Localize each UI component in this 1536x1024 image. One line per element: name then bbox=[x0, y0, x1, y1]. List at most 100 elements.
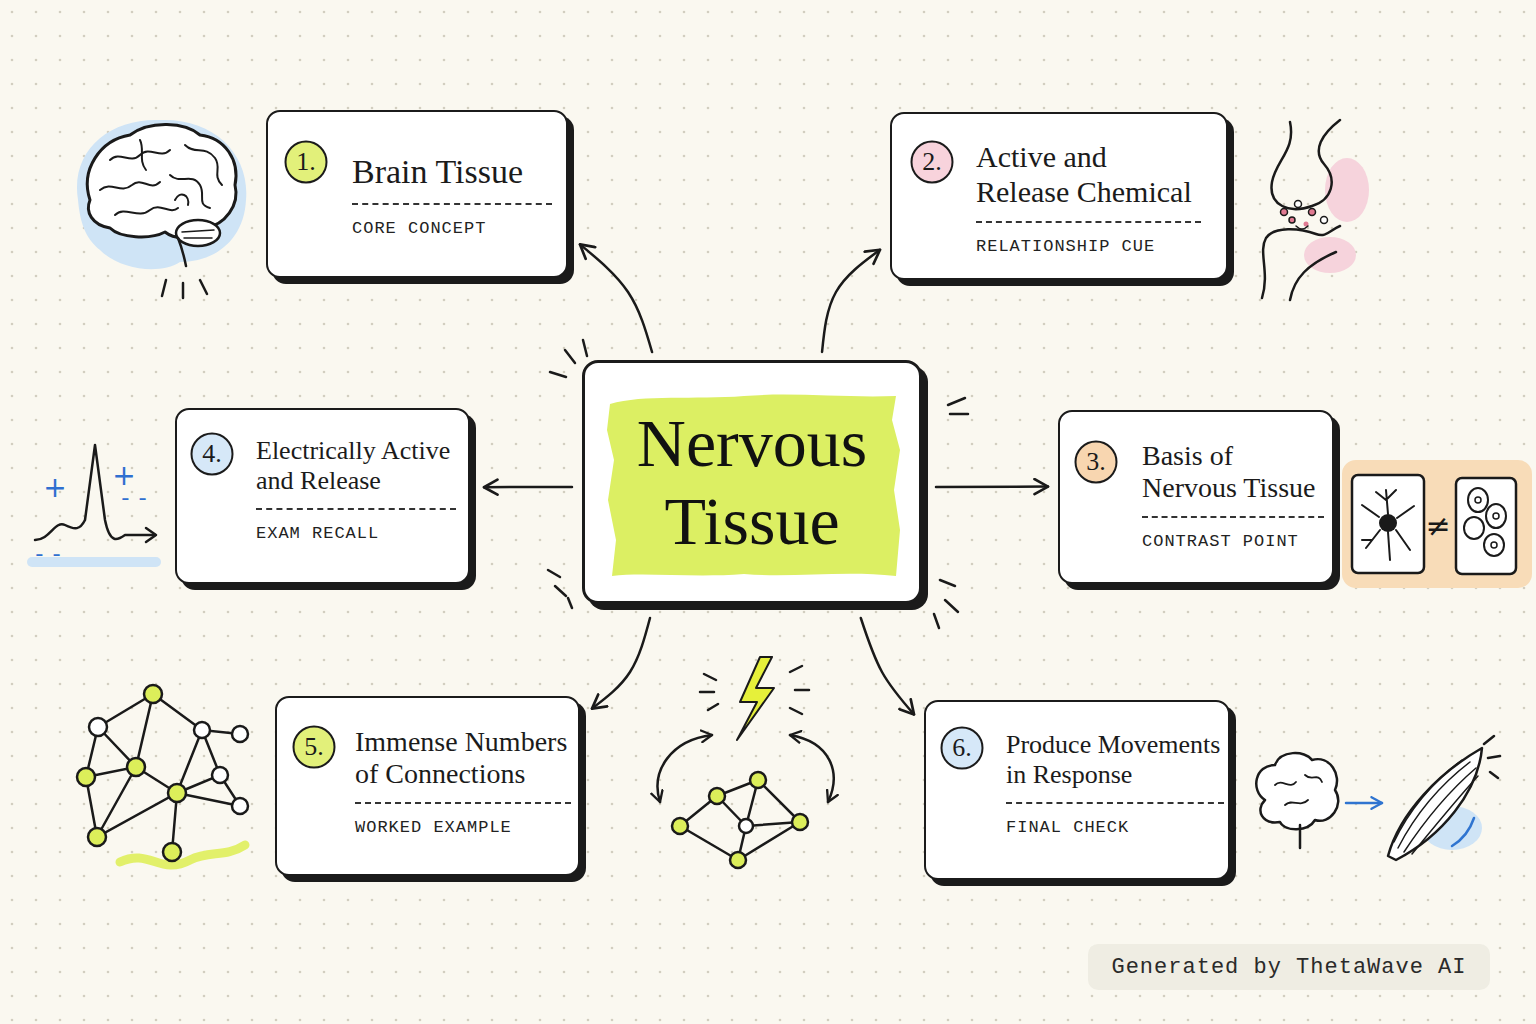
network-illustration-part bbox=[168, 784, 186, 802]
network-illustration bbox=[77, 685, 248, 865]
contrast-illustration-part bbox=[1342, 460, 1532, 588]
signal-illustration bbox=[658, 657, 834, 868]
arrow-connector bbox=[484, 486, 572, 489]
box-title: Electrically Active and Release bbox=[256, 436, 456, 496]
charge-sign: -- bbox=[33, 543, 67, 568]
movement-illustration-part bbox=[1452, 818, 1474, 846]
brain-illustration-part bbox=[175, 195, 188, 205]
badge-number: 1. bbox=[296, 147, 316, 177]
concept-box: 3.Basis of Nervous TissueCONTRAST POINT bbox=[1058, 410, 1334, 584]
number-badge: 5. bbox=[292, 725, 336, 769]
contrast-illustration-part bbox=[1379, 514, 1397, 532]
brain-illustration-part bbox=[87, 124, 236, 237]
brain-illustration-part bbox=[200, 280, 207, 294]
brain-illustration-part bbox=[176, 220, 220, 246]
contrast-illustration-part bbox=[1362, 490, 1414, 560]
text-block: Active and Release ChemicalRELATIONSHIP … bbox=[976, 140, 1201, 256]
badge-number: 5. bbox=[304, 732, 324, 762]
signal-illustration-part bbox=[709, 788, 725, 804]
action-potential-illustration-part bbox=[35, 445, 155, 540]
brain-illustration-part bbox=[170, 175, 210, 208]
contrast-illustration-part bbox=[1456, 478, 1516, 574]
arrow-connector bbox=[822, 250, 880, 352]
emphasis-ticks-part bbox=[555, 586, 566, 596]
text-block: Brain TissueCORE CONCEPT bbox=[352, 152, 552, 238]
network-illustration-part bbox=[89, 718, 107, 736]
signal-illustration-part bbox=[672, 818, 688, 834]
signal-illustration-part bbox=[790, 735, 834, 802]
number-badge: 3. bbox=[1074, 440, 1118, 484]
synapse-illustration-part bbox=[1272, 120, 1340, 209]
signal-illustration-part bbox=[792, 814, 808, 830]
box-title: Immense Numbers of Connections bbox=[355, 726, 571, 790]
badge-circle bbox=[912, 142, 953, 183]
badge-number: 2. bbox=[922, 147, 942, 177]
emphasis-ticks-part bbox=[934, 614, 939, 628]
synapse-illustration-part bbox=[1295, 201, 1302, 208]
action-potential-illustration-part bbox=[146, 528, 156, 542]
concept-box: 6. Produce Movements in ResponseFINAL CHE… bbox=[924, 700, 1230, 880]
movement-illustration-part bbox=[1346, 802, 1382, 805]
movement-illustration-part bbox=[1275, 775, 1322, 805]
movement-illustration-part bbox=[1256, 753, 1338, 829]
text-block: Produce Movements in ResponseFINAL CHECK bbox=[1006, 730, 1224, 837]
synapse-illustration-part bbox=[1296, 226, 1308, 229]
synapse-illustration-part bbox=[1281, 209, 1288, 216]
contrast-illustration-part bbox=[1475, 497, 1481, 503]
network-illustration-part bbox=[194, 722, 210, 738]
synapse-illustration-part bbox=[1290, 252, 1336, 300]
central-title: Nervous Tissue bbox=[607, 404, 897, 560]
brain-illustration-part bbox=[115, 207, 178, 215]
concept-box: 4. Electrically Active and ReleaseEXAM RE… bbox=[175, 408, 470, 584]
not-equal-sign: ≠ bbox=[1425, 508, 1450, 543]
box-tag: EXAM RECALL bbox=[256, 508, 456, 543]
watermark: Generated by ThetaWave AI bbox=[1111, 955, 1466, 980]
movement-illustration-part bbox=[1299, 825, 1302, 848]
arrow-connector bbox=[861, 618, 914, 714]
box-tag: WORKED EXAMPLE bbox=[355, 802, 571, 837]
network-illustration-part bbox=[212, 767, 228, 783]
number-badge: 6. bbox=[940, 726, 984, 770]
movement-illustration bbox=[1256, 736, 1500, 860]
highlight-fill bbox=[607, 395, 900, 576]
contrast-illustration-part bbox=[1484, 534, 1504, 556]
synapse-illustration-part bbox=[1262, 226, 1340, 298]
synapse-illustration-part bbox=[1321, 217, 1328, 224]
number-badge: 4. bbox=[190, 432, 234, 476]
network-illustration-part bbox=[77, 768, 95, 786]
concept-box: 2. Active and Release ChemicalRELATIONSHI… bbox=[890, 112, 1228, 280]
watermark-pill bbox=[1088, 944, 1490, 990]
contrast-illustration-part bbox=[1486, 504, 1506, 528]
charge-sign: -- bbox=[119, 487, 153, 512]
badge-circle bbox=[942, 728, 983, 769]
synapse-illustration-part bbox=[1309, 209, 1316, 216]
box-tag: RELATIONSHIP CUE bbox=[976, 221, 1201, 256]
network-illustration-part bbox=[144, 685, 162, 703]
badge-number: 4. bbox=[202, 439, 222, 469]
contrast-illustration-part bbox=[1468, 488, 1488, 512]
badge-circle bbox=[192, 434, 233, 475]
emphasis-ticks-part bbox=[550, 372, 566, 377]
contrast-illustration bbox=[1342, 460, 1532, 588]
badge-circle bbox=[1076, 442, 1117, 483]
concept-box: 1. Brain TissueCORE CONCEPT bbox=[266, 110, 568, 278]
signal-illustration-part bbox=[737, 657, 774, 740]
number-badge: 2. bbox=[910, 140, 954, 184]
box-title: Basis of Nervous Tissue bbox=[1142, 440, 1324, 504]
brain-illustration-part bbox=[110, 150, 170, 160]
contrast-illustration-part bbox=[1493, 513, 1499, 519]
text-block: Immense Numbers of ConnectionsWORKED EXA… bbox=[355, 726, 571, 837]
box-tag: CORE CONCEPT bbox=[352, 203, 552, 238]
network-illustration-part bbox=[120, 845, 245, 865]
number-badge: 1. bbox=[284, 140, 328, 184]
contrast-illustration-part bbox=[1491, 542, 1497, 548]
signal-illustration-part bbox=[739, 819, 753, 833]
emphasis-ticks-part bbox=[945, 600, 958, 612]
emphasis-ticks-part bbox=[568, 598, 572, 608]
movement-illustration-part bbox=[1388, 748, 1482, 860]
